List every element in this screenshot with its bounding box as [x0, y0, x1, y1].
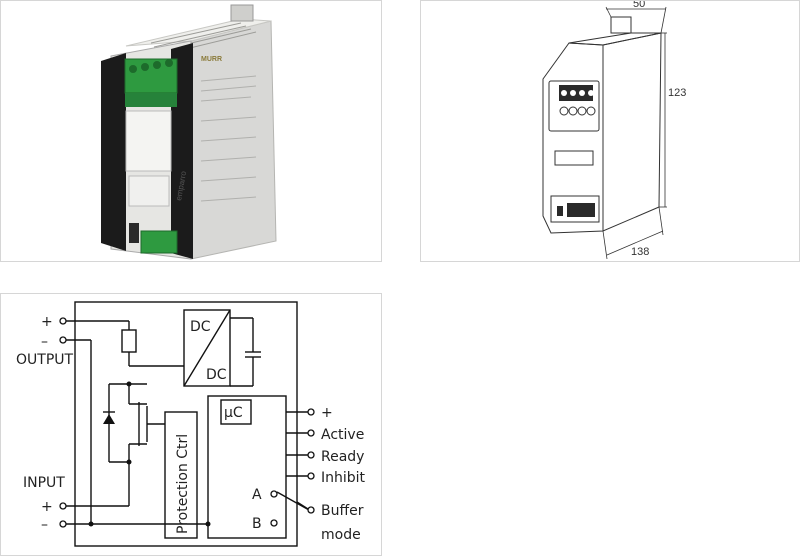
front-label [125, 110, 172, 172]
terminal-lower [125, 93, 177, 107]
schematic-wiring [65, 301, 310, 547]
input-terminal-block [140, 230, 178, 254]
signal-ready: Ready [321, 449, 364, 465]
front-label-2 [128, 175, 170, 207]
junction-dots [88, 381, 211, 527]
dimension-drawing-panel: 50 123 138 [420, 0, 800, 262]
dc-bottom-label: DC [206, 367, 227, 383]
width-dimension: 50 [633, 1, 645, 10]
dimension-lines [602, 6, 667, 260]
dimension-drawing: 50 123 138 [542, 1, 686, 260]
height-dimension: 123 [668, 87, 686, 99]
depth-dimension: 138 [631, 246, 649, 258]
brand-logo: MURR [201, 56, 222, 63]
front-connector [129, 223, 139, 243]
diode-symbol [103, 414, 115, 424]
dc-top-label: DC [190, 319, 211, 335]
product-photo-panel: MURR emparro [0, 0, 382, 262]
buffer-mode-label-2: mode [321, 527, 361, 543]
output-plus: + [41, 314, 53, 330]
output-minus: – [41, 334, 48, 350]
output-terminals [559, 85, 596, 116]
block-schematic: + – OUTPUT INPUT + – DC DC µC Protection… [16, 301, 366, 547]
input-minus: – [41, 517, 48, 533]
microcontroller-label: µC [224, 405, 243, 421]
signal-inhibit: Inhibit [321, 470, 366, 486]
buffer-mode-label-1: Buffer [321, 503, 364, 519]
switch-b-label: B [252, 516, 262, 532]
side-label-lines [200, 75, 257, 202]
input-plus: + [41, 499, 53, 515]
terminal-circles [59, 317, 315, 528]
din-clip [230, 4, 254, 22]
product-photo: MURR emparro [101, 4, 277, 260]
switch-a-label: A [252, 487, 262, 503]
signal-active: Active [321, 427, 364, 443]
signal-plus: + [321, 405, 333, 421]
block-schematic-panel: + – OUTPUT INPUT + – DC DC µC Protection… [0, 293, 382, 556]
input-label: INPUT [23, 475, 65, 491]
output-label: OUTPUT [16, 352, 74, 368]
left-black-side [101, 53, 126, 251]
input-terminals [557, 203, 595, 217]
protection-ctrl-label: Protection Ctrl [175, 434, 191, 534]
terminal-screws [129, 59, 173, 73]
device-outline [542, 16, 662, 234]
